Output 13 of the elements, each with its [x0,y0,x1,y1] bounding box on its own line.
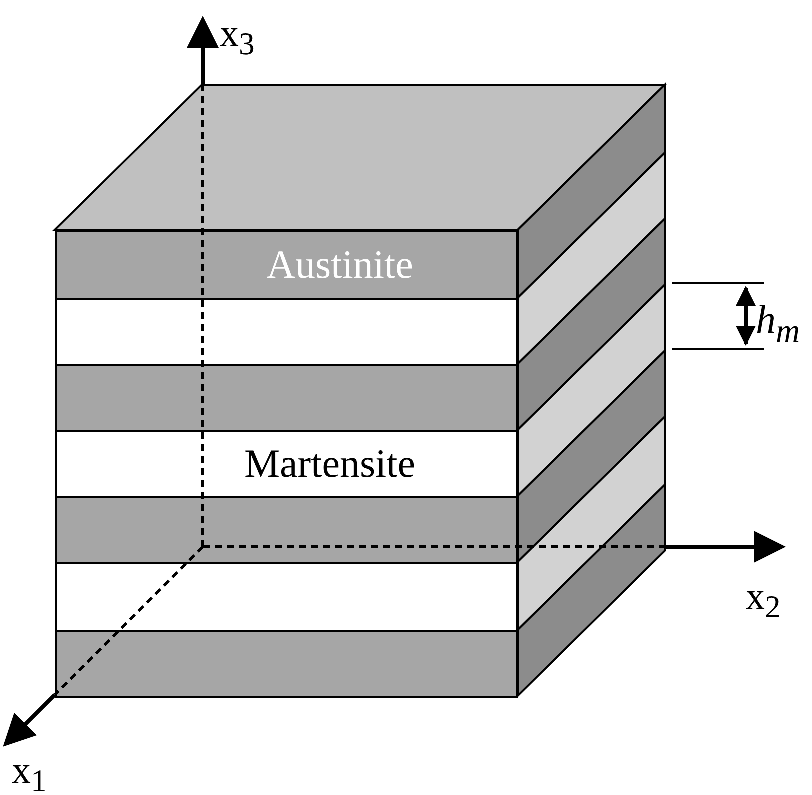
material-layer [55,430,518,498]
material-layer [55,364,518,432]
axis-label: x$_{3}$ [220,15,255,60]
material-layer [55,496,518,564]
axis-label: x$_{2}$ [746,578,781,624]
material-layer [55,630,518,698]
layer-label: Martensite [244,444,416,484]
thickness-label: h$_{m}$ [756,300,800,348]
material-layer [55,298,518,366]
material-layer [55,230,518,300]
axis-label: x$_{1}$ [12,752,47,795]
material-layer [55,562,518,632]
layer-label: Austinite [266,245,414,285]
